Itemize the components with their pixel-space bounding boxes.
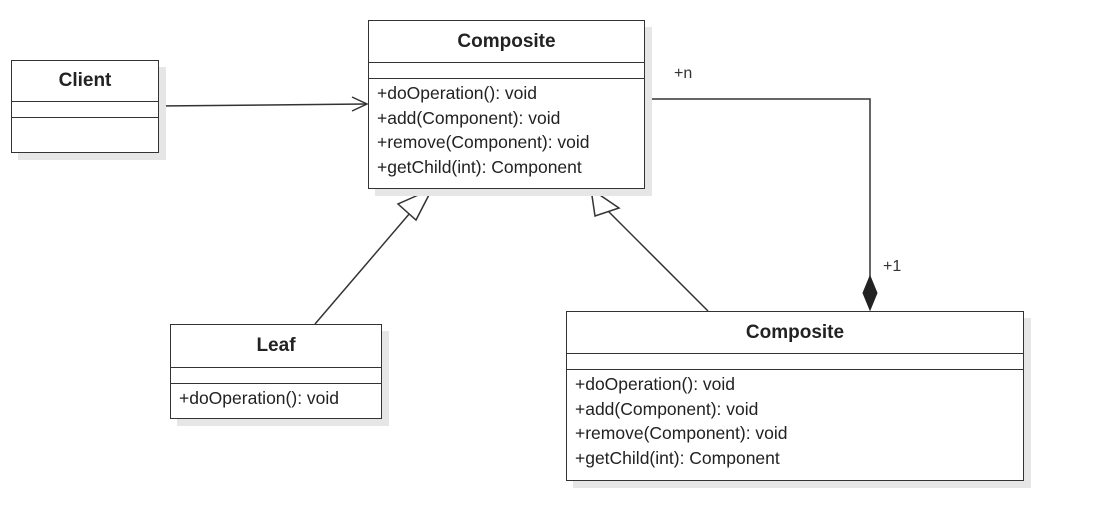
class-attributes <box>567 354 1023 370</box>
class-name: Composite <box>369 21 644 63</box>
class-name: Composite <box>567 312 1023 354</box>
operation: +add(Component): void <box>377 107 561 128</box>
operation: +doOperation(): void <box>377 83 538 103</box>
class-leaf[interactable]: Leaf +doOperation(): void <box>170 324 382 419</box>
operation: +add(Component): void <box>575 398 759 419</box>
composition-diamond <box>862 274 878 312</box>
class-operations: +doOperation(): void +add(Component): vo… <box>369 79 644 179</box>
class-client[interactable]: Client <box>11 60 159 153</box>
class-attributes <box>12 102 158 118</box>
operation: +remove(Component): void <box>377 132 590 152</box>
association-line <box>157 103 367 107</box>
class-composite-top[interactable]: Composite +doOperation(): void +add(Comp… <box>368 20 645 189</box>
class-attributes <box>369 63 644 79</box>
operation: +remove(Component): void <box>575 423 788 443</box>
class-name: Client <box>12 61 158 102</box>
class-name: Leaf <box>171 325 381 368</box>
class-operations: +doOperation(): void +add(Component): vo… <box>567 370 1023 470</box>
class-operations: +doOperation(): void <box>171 384 381 411</box>
operation: +doOperation(): void <box>575 374 736 394</box>
generalization-line-composite <box>604 207 709 312</box>
open-arrow-head <box>351 96 369 112</box>
generalization-triangle-leaf <box>396 187 434 222</box>
generalization-triangle-composite <box>590 187 621 217</box>
operation: +getChild(int): Component <box>377 156 582 177</box>
class-composite-bottom[interactable]: Composite +doOperation(): void +add(Comp… <box>566 311 1024 481</box>
composition-line <box>646 98 871 282</box>
operation: +doOperation(): void <box>179 388 340 408</box>
class-attributes <box>171 368 381 384</box>
multiplicity-source-label: +n <box>674 65 693 82</box>
operation: +getChild(int): Component <box>575 447 780 468</box>
generalization-line-leaf <box>314 205 417 325</box>
multiplicity-target-label: +1 <box>883 258 902 275</box>
